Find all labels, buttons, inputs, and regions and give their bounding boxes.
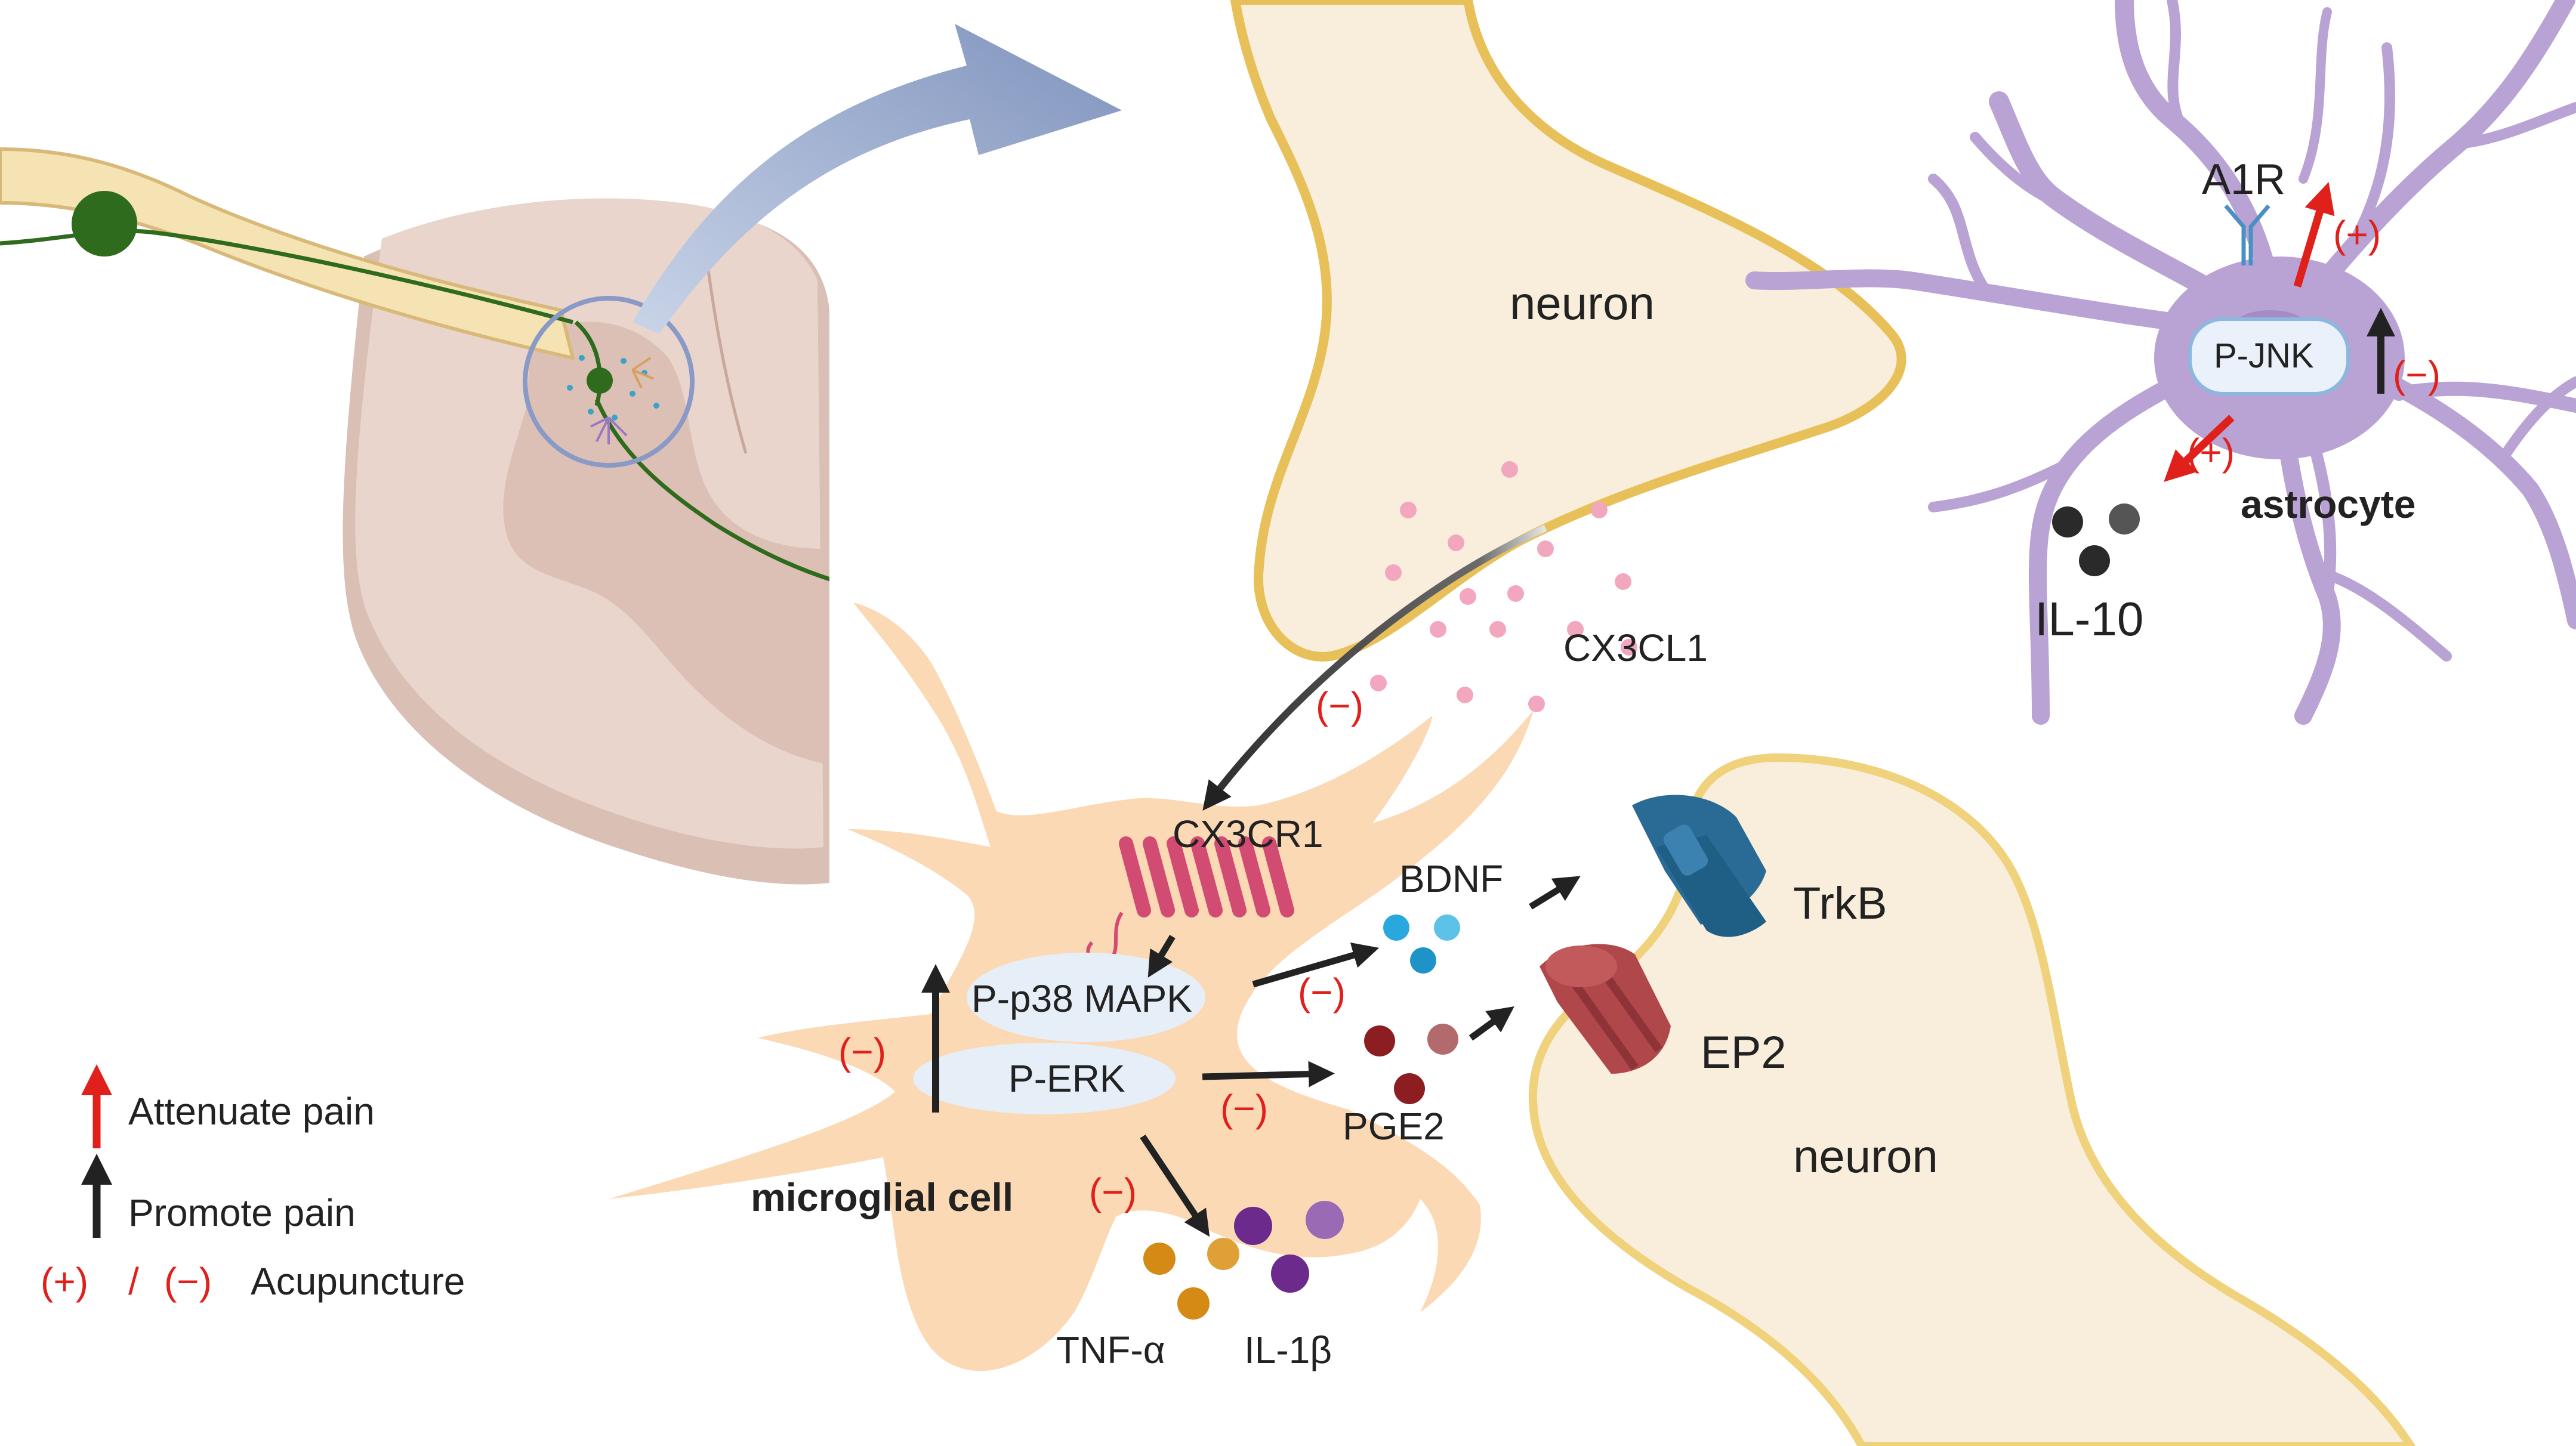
ep2-receptor <box>1540 944 1671 1074</box>
projection-fiber <box>594 398 848 587</box>
cytokines-minus: (−) <box>1089 1170 1137 1213</box>
trkb-label: TrkB <box>1793 878 1887 929</box>
il10-particles <box>2052 503 2140 576</box>
bdnf-to-trkb-arrow <box>1529 876 1581 910</box>
ep2-label: EP2 <box>1701 1027 1787 1078</box>
pjnk-label: P-JNK <box>2214 336 2314 375</box>
cx3cl1-to-receptor-arrow <box>1202 524 1547 811</box>
afferent-fiber <box>0 228 573 325</box>
pge2-to-ep2-arrow <box>1469 1006 1514 1041</box>
trkb-receptor <box>1632 795 1766 937</box>
legend-acu-slash: / <box>128 1260 139 1303</box>
pjnk-box <box>2188 317 2350 396</box>
tnf-particles <box>1143 1238 1239 1320</box>
pge2-minus: (−) <box>1220 1087 1268 1130</box>
perk-to-pge2-arrow <box>1202 1061 1335 1087</box>
zoom-circle <box>523 296 695 468</box>
legend-acu-plus: (+) <box>41 1260 88 1303</box>
legend-acu-label: Acupuncture <box>251 1260 465 1303</box>
il10-plus: (+) <box>2187 431 2235 474</box>
bdnf-minus: (−) <box>1298 971 1346 1014</box>
il1b-label: IL-1β <box>1244 1328 1332 1371</box>
a1r-attenuate-arrow <box>2293 182 2335 288</box>
cx3cr1-label: CX3CR1 <box>1173 812 1324 855</box>
zoom-microglia <box>631 357 654 388</box>
pjnk-minus: (−) <box>2393 353 2441 396</box>
perk-to-cytokines-arrow <box>1140 1134 1210 1237</box>
microglia-label: microglial cell <box>751 1175 1013 1219</box>
a1r-plus: (+) <box>2333 213 2381 256</box>
zoom-particles <box>567 355 659 421</box>
pge2-particles <box>1364 1024 1458 1104</box>
perk-box <box>913 1043 1176 1114</box>
il10-label: IL-10 <box>2035 592 2143 645</box>
zoom-astrocyte <box>590 416 628 444</box>
p38-to-bdnf-arrow <box>1252 942 1380 988</box>
drg-soma <box>72 191 137 257</box>
perk-label: P-ERK <box>1008 1057 1125 1100</box>
a1r-receptor <box>2224 204 2270 265</box>
bdnf-particles <box>1383 914 1460 974</box>
cord-crop-mask <box>829 179 865 925</box>
pge2-label: PGE2 <box>1343 1105 1445 1148</box>
bdnf-label: BDNF <box>1399 857 1503 900</box>
il10-attenuate-arrow <box>2164 415 2235 482</box>
neuron-top-label: neuron <box>1510 277 1655 329</box>
tnf-label: TNF-α <box>1056 1328 1165 1371</box>
neuron-bottom-label: neuron <box>1793 1130 1938 1182</box>
zoom-neuron-dot <box>587 367 613 394</box>
legend-promote-label: Promote pain <box>128 1191 356 1234</box>
astrocyte-label: astrocyte <box>2241 482 2416 526</box>
legend-attenuate-label: Attenuate pain <box>128 1090 375 1133</box>
cx3cl1-minus: (−) <box>1316 684 1363 727</box>
cx3cl1-particles <box>1370 461 1637 712</box>
receptor-to-p38-arrow <box>1147 935 1176 978</box>
a1r-label: A1R <box>2202 156 2285 203</box>
legend-acu-minus: (−) <box>164 1260 212 1303</box>
p38-label: P-p38 MAPK <box>971 977 1192 1020</box>
cx3cl1-label: CX3CL1 <box>1563 626 1708 669</box>
legend: Attenuate pain Promote pain (+) / (−) Ac… <box>41 1064 465 1303</box>
zoom-arrow <box>633 24 1122 334</box>
central-fiber <box>574 320 602 406</box>
p38-box <box>967 953 1205 1042</box>
grey-matter <box>503 322 823 764</box>
microglia-minus: (−) <box>838 1030 886 1073</box>
cx3cr1-receptor <box>1086 836 1295 966</box>
spinal-cord-section <box>0 147 848 885</box>
il1b-particles <box>1234 1201 1344 1293</box>
